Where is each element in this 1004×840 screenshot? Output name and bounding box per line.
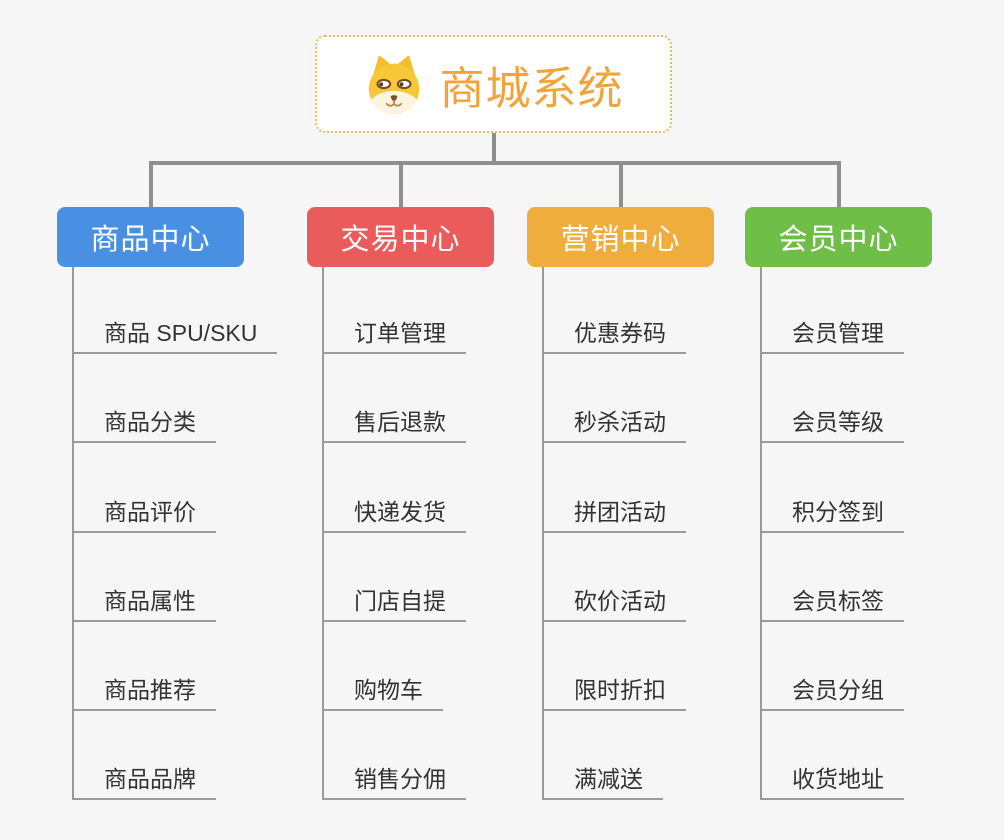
connector-branch-drop [619,161,623,207]
connector-branch-drop [399,161,403,207]
subtopic[interactable]: 快递发货 [322,491,466,533]
connector-branch-vline [322,267,324,800]
connector-branch-drop [837,161,841,207]
subtopic[interactable]: 商品评价 [72,491,216,533]
subtopic[interactable]: 购物车 [322,669,443,711]
dog-icon [369,55,420,115]
root-topic-title: 商城系统 [439,62,624,114]
branch-topic[interactable]: 交易中心 [307,207,494,267]
subtopic[interactable]: 销售分佣 [322,758,466,800]
subtopic[interactable]: 优惠券码 [542,312,686,354]
subtopic[interactable]: 限时折扣 [542,669,686,711]
subtopic[interactable]: 满减送 [542,758,663,800]
subtopic[interactable]: 商品属性 [72,580,216,622]
subtopic[interactable]: 订单管理 [322,312,466,354]
connector-root-stem [492,131,496,164]
connector-branch-vline [72,267,74,800]
subtopic[interactable]: 砍价活动 [542,580,686,622]
connector-horizontal [149,161,841,165]
subtopic[interactable]: 积分签到 [760,491,904,533]
connector-branch-drop [149,161,153,207]
subtopic[interactable]: 商品分类 [72,401,216,443]
subtopic[interactable]: 拼团活动 [542,491,686,533]
subtopic[interactable]: 商品品牌 [72,758,216,800]
subtopic[interactable]: 会员等级 [760,401,904,443]
branch-topic[interactable]: 商品中心 [57,207,244,267]
branch-topic[interactable]: 会员中心 [745,207,932,267]
subtopic[interactable]: 门店自提 [322,580,466,622]
subtopic[interactable]: 会员标签 [760,580,904,622]
subtopic[interactable]: 售后退款 [322,401,466,443]
connector-branch-vline [542,267,544,800]
subtopic[interactable]: 商品推荐 [72,669,216,711]
root-topic[interactable]: 商城系统 [315,35,672,133]
branch-topic[interactable]: 营销中心 [527,207,714,267]
subtopic[interactable]: 会员分组 [760,669,904,711]
subtopic[interactable]: 商品 SPU/SKU [72,312,278,354]
subtopic[interactable]: 秒杀活动 [542,401,686,443]
subtopic[interactable]: 会员管理 [760,312,904,354]
subtopic[interactable]: 收货地址 [760,758,904,800]
connector-branch-vline [760,267,762,800]
